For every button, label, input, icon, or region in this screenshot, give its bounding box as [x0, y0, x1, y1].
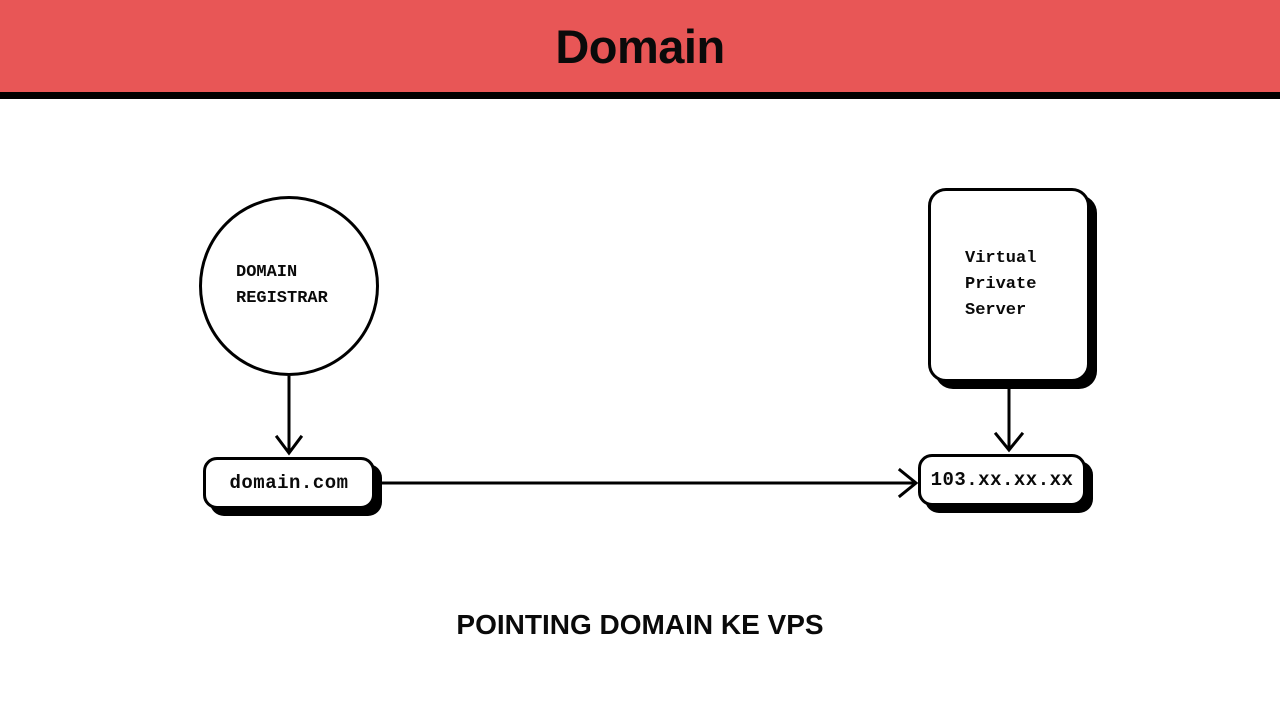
- page-title: Domain: [555, 19, 725, 73]
- node-ip-address-label: 103.xx.xx.xx: [930, 469, 1074, 491]
- diagram-canvas: DOMAIN REGISTRAR Virtual Private Server …: [0, 99, 1280, 720]
- node-domain-name[interactable]: domain.com: [203, 457, 375, 509]
- diagram-connectors: [274, 376, 1025, 499]
- page-header: Domain: [0, 0, 1280, 99]
- node-domain-registrar[interactable]: DOMAIN REGISTRAR: [199, 196, 379, 376]
- node-virtual-private-server[interactable]: Virtual Private Server: [928, 188, 1090, 382]
- diagram-caption: POINTING DOMAIN KE VPS: [456, 609, 824, 640]
- node-ip-address[interactable]: 103.xx.xx.xx: [918, 454, 1086, 506]
- node-domain-name-label: domain.com: [229, 472, 349, 494]
- connector-domain-to-ip: [378, 467, 919, 499]
- node-virtual-private-server-label: Virtual Private Server: [965, 249, 1037, 320]
- node-domain-registrar-label: DOMAIN REGISTRAR: [236, 263, 328, 308]
- connector-registrar-to-domain: [274, 376, 304, 456]
- connector-vps-to-ip: [993, 382, 1025, 453]
